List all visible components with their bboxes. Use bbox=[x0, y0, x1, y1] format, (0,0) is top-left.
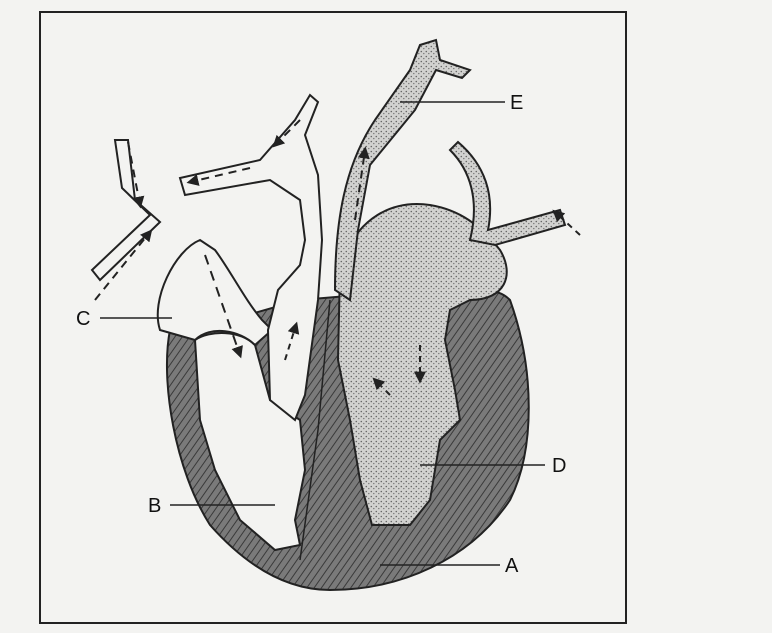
label-e: E bbox=[510, 92, 523, 114]
right-atrium bbox=[158, 240, 272, 345]
label-d: D bbox=[552, 455, 566, 477]
label-c: C bbox=[76, 308, 90, 330]
label-b: B bbox=[148, 495, 161, 517]
vena-cava bbox=[92, 140, 160, 280]
label-a: A bbox=[505, 555, 519, 577]
